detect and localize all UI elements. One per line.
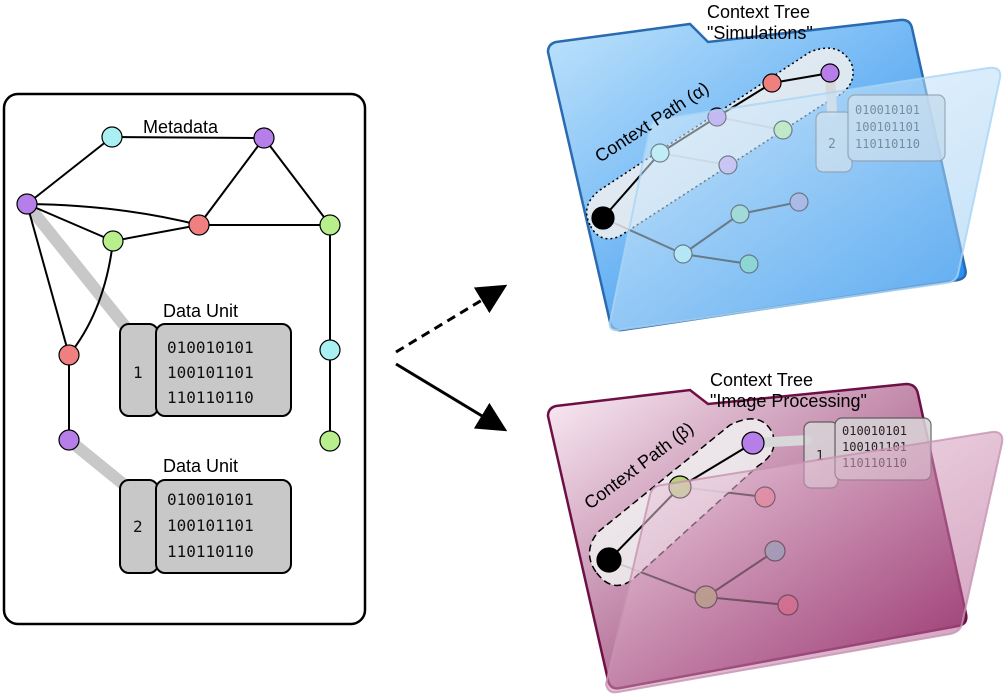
data-unit-bits: 100101101 xyxy=(167,363,254,382)
tree-node xyxy=(741,431,765,455)
data-unit-id: 1 xyxy=(133,363,143,382)
graph-node xyxy=(319,214,341,236)
metadata-graph-edges xyxy=(26,136,331,441)
tree-alpha-title: Context Tree xyxy=(707,2,810,22)
data-unit-id: 1 xyxy=(816,449,824,464)
graph-node xyxy=(101,126,123,148)
data-unit-bits: 010010101 xyxy=(167,490,254,509)
folder-simulations: 2 010010101 100101101 110110110 Context … xyxy=(546,18,1002,332)
tree-beta-title: Context Tree xyxy=(710,370,813,390)
graph-node xyxy=(319,430,341,452)
data-unit-bits: 010010101 xyxy=(842,424,907,438)
data-unit-bits: 100101101 xyxy=(167,516,254,535)
data-unit-label: Data Unit xyxy=(163,301,238,321)
data-link-2 xyxy=(63,434,134,494)
graph-node xyxy=(16,193,38,215)
data-unit-id: 2 xyxy=(133,517,143,536)
tree-root-node xyxy=(596,547,622,573)
graph-node xyxy=(188,214,210,236)
tree-root-node xyxy=(591,206,615,230)
tree-alpha-name: "Simulations" xyxy=(707,23,813,43)
graph-node xyxy=(102,230,124,252)
data-unit-bits: 110110110 xyxy=(167,542,254,561)
tree-beta-name: "Image Processing" xyxy=(710,391,867,411)
data-unit-bits: 110110110 xyxy=(167,388,254,407)
graph-node xyxy=(58,344,80,366)
solid-arrow xyxy=(395,362,508,432)
data-link-1 xyxy=(21,198,134,336)
tree-node xyxy=(762,73,782,93)
data-unit-1: 1 010010101 100101101 110110110 xyxy=(119,323,292,417)
data-unit-2: 2 010010101 100101101 110110110 xyxy=(119,479,292,574)
dashed-arrow xyxy=(395,284,508,354)
tree-node xyxy=(820,63,840,83)
metadata-label: Metadata xyxy=(143,117,219,137)
data-unit-bits: 010010101 xyxy=(167,338,254,357)
folder-image-processing: 1 010010101 100101101 110110110 Context … xyxy=(546,382,1004,694)
graph-node xyxy=(58,429,80,451)
graph-node xyxy=(319,339,341,361)
data-unit-label: Data Unit xyxy=(163,456,238,476)
graph-node xyxy=(253,127,275,149)
